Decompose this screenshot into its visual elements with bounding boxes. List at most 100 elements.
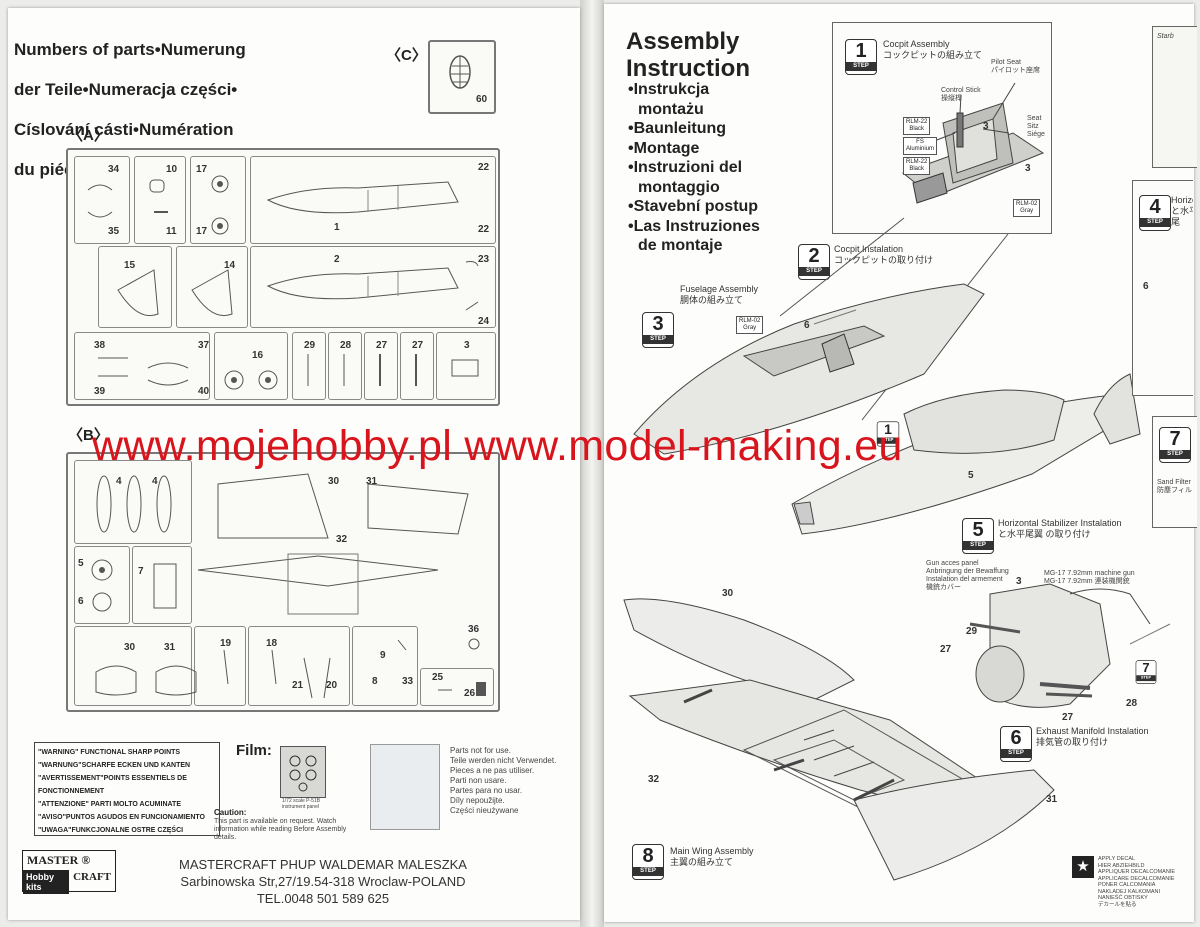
company-line: TEL.0048 501 589 625 xyxy=(256,891,390,906)
sprue-cell xyxy=(328,332,362,400)
part-number: 39 xyxy=(94,386,106,397)
sprue-a-label: 〈A〉 xyxy=(68,127,109,144)
paint-code-value: RLM-02 xyxy=(1016,201,1038,207)
part-number: 33 xyxy=(402,676,414,687)
part-number: 3 xyxy=(983,121,989,132)
step-word: STEP xyxy=(1136,675,1156,682)
film-label: Film: xyxy=(236,742,272,759)
step-number: 6 xyxy=(1010,727,1022,749)
language-text: Stavební postup xyxy=(633,198,759,215)
part-number: 4 xyxy=(116,476,122,487)
part-number: 14 xyxy=(224,260,236,271)
part-number: 31 xyxy=(366,476,378,487)
note-line: Teile werden nicht Verwendet. xyxy=(450,756,557,765)
note-line: MG-17 7.92mm 連装機関銃 xyxy=(1044,578,1130,585)
note-line: 防塵フィル xyxy=(1157,487,1192,494)
step-number: 1 xyxy=(855,40,867,62)
part-number: 29 xyxy=(966,626,978,637)
note-line: Partes para no usar. xyxy=(450,786,523,795)
step-word: STEP xyxy=(633,867,663,876)
part-number: 60 xyxy=(476,94,488,105)
unused-parts-note: Parts not for use. Teile werden nicht Ve… xyxy=(450,746,570,816)
sprue-b-parts-drawing xyxy=(91,473,486,699)
part-number: 30 xyxy=(722,588,734,599)
sprue-cell xyxy=(74,156,130,244)
step-label-jp: 排気管の取り付け xyxy=(1036,737,1109,747)
decal-line: HIER ABZIEHBILD xyxy=(1098,862,1145,869)
part-number: 3 xyxy=(1016,576,1022,587)
step-number: 8 xyxy=(642,845,654,867)
parts-title-line: der Teile•Numeracja części• xyxy=(14,80,238,99)
language-text: Baunleitung xyxy=(633,120,727,137)
part-number: 21 xyxy=(292,680,304,691)
sprue-cell xyxy=(248,626,350,706)
step-number: 7 xyxy=(1169,428,1181,450)
watermark-url: www.mojehobby.pl www.model-making.eu xyxy=(92,422,903,470)
sprue-cell xyxy=(352,626,418,706)
step-word: STEP xyxy=(1160,450,1190,459)
company-address: MASTERCRAFT PHUP WALDEMAR MALESZKA Sarbi… xyxy=(158,856,488,907)
mastercraft-logo: MASTER ® Hobby kits CRAFT xyxy=(22,850,116,894)
company-line: Sarbinowska Str,27/19.54-318 Wroclaw-POL… xyxy=(180,874,466,889)
engine-exhaust-drawing xyxy=(969,583,1171,708)
parts-title-line: Numbers of parts•Numerung xyxy=(14,40,246,59)
note-line: Pieces a ne pas utiliser. xyxy=(450,766,535,775)
sprue-cell xyxy=(132,546,192,624)
sprue-cell xyxy=(190,156,246,244)
gun-panel-note: Gun acces panel Anbringung der Bewaffung… xyxy=(926,560,1009,592)
decal-legend: APPLY DECAL HIER ABZIEHBILD APPLIQUER DE… xyxy=(1098,856,1175,908)
step-label-jp: 主翼の組み立て xyxy=(670,857,734,867)
language-list: •Instrukcja montażu •Baunleitung •Montag… xyxy=(628,80,760,256)
assembly-title-line: Instruction xyxy=(626,55,750,82)
sprue-cell xyxy=(420,668,494,706)
part-number: 23 xyxy=(478,254,490,265)
part-number: 27 xyxy=(1062,712,1074,723)
logo-bottom: Hobby kits CRAFT xyxy=(23,870,115,894)
language-item: •Instrukcja xyxy=(628,81,710,98)
step-label-en: Cocpit Assembly xyxy=(883,39,950,49)
step-label-jp: と水平尾 xyxy=(1171,206,1193,227)
part-number: 31 xyxy=(1046,794,1058,805)
decal-line: APPLY DECAL xyxy=(1098,856,1136,862)
film-note: 1/72 scale P-51B instrument panel xyxy=(282,798,321,810)
part-number: 37 xyxy=(198,340,210,351)
decal-line: NANIEŚĆ OBTISKY xyxy=(1098,895,1148,901)
paint-code-value: RLM-02 xyxy=(739,318,761,324)
decal-line: APPLIQUER DECALCOMANIE xyxy=(1098,869,1176,875)
part-number: 40 xyxy=(198,386,210,397)
part-number: 34 xyxy=(108,164,120,175)
step-word: STEP xyxy=(846,62,876,71)
mg-note: MG-17 7.92mm machine gun MG-17 7.92mm 連装… xyxy=(1044,570,1135,586)
step-word: STEP xyxy=(963,541,993,550)
paint-code-name: Black xyxy=(909,166,924,172)
company-line: MASTERCRAFT PHUP WALDEMAR MALESZKA xyxy=(179,857,467,872)
part-number: 36 xyxy=(468,624,480,635)
main-wing-drawing xyxy=(623,598,1055,881)
language-item: •Las Instruziones xyxy=(628,217,760,235)
step-number: 4 xyxy=(1149,196,1161,218)
part-number: 29 xyxy=(304,340,316,351)
part-number: 31 xyxy=(164,642,176,653)
step-label-en: Horizontal Stabilizer Instalation xyxy=(998,518,1122,528)
sprue-a-parts-drawing xyxy=(87,175,479,390)
step-word: STEP xyxy=(1140,218,1170,227)
step-number: 5 xyxy=(972,519,984,541)
sprue-cell xyxy=(74,332,210,400)
cut-off-label: Starb xyxy=(1157,33,1174,40)
step-word: STEP xyxy=(799,267,829,276)
sprue-cell xyxy=(364,332,398,400)
caution-text: This part is available on request. Watch… xyxy=(214,818,347,841)
logo-top: MASTER ® xyxy=(23,851,115,870)
language-text: Instruzioni del xyxy=(633,159,743,176)
